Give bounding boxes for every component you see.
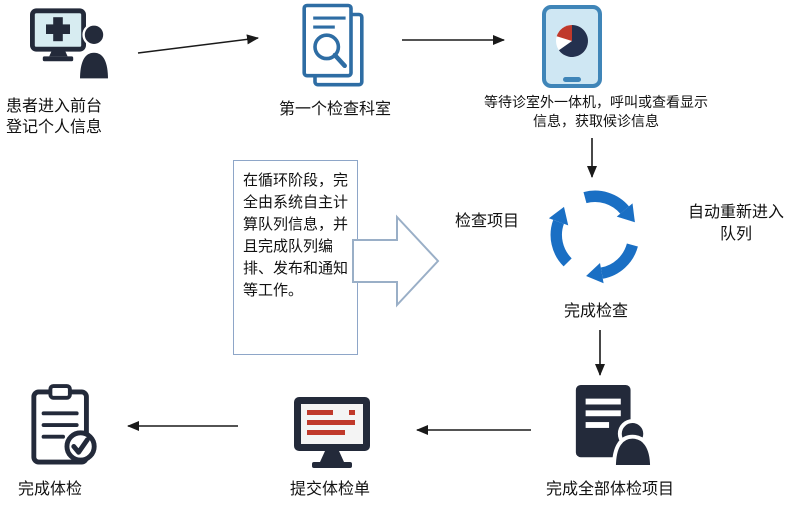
clipboard-check-icon xyxy=(31,384,97,465)
document-search-icon xyxy=(302,3,364,87)
first-department-label: 第一个检查科室 xyxy=(278,101,391,118)
finished-label: 完成体检 xyxy=(17,481,82,498)
arrow-kiosk-to-loop xyxy=(587,138,597,178)
kiosk-label: 等待诊室外一体机，呼叫或查看显示 信息，获取候诊信息 xyxy=(462,93,730,131)
loop-callout-box: 在循环阶段，完全由系统自主计算队列信息，并且完成队列编排、发布和通知等工作。 xyxy=(233,160,358,355)
kiosk-label-line1: 等待诊室外一体机，呼叫或查看显示 xyxy=(484,94,708,110)
requeue-label: 自动重新进入 队列 xyxy=(668,202,803,246)
arrow-reception-to-department xyxy=(137,34,259,54)
tablet-pie-chart-icon xyxy=(542,5,602,88)
arrow-loop-to-alldone xyxy=(595,330,605,376)
recycle-loop-icon xyxy=(538,190,652,292)
arrow-alldone-to-submit xyxy=(416,425,531,435)
arrow-department-to-kiosk xyxy=(402,35,505,45)
check-item-label: 检查项目 xyxy=(454,213,519,230)
kiosk-label-line2: 信息，获取候诊信息 xyxy=(533,113,659,129)
document-person-icon xyxy=(575,384,654,467)
arrow-submit-to-finished xyxy=(127,421,238,431)
reception-label: 患者进入前台 登记个人信息 xyxy=(6,96,166,138)
reception-label-line1: 患者进入前台 xyxy=(6,98,103,115)
reception-desk-icon xyxy=(30,8,111,81)
requeue-label-line2: 队列 xyxy=(719,226,752,243)
finish-check-label: 完成检查 xyxy=(563,303,628,320)
requeue-label-line1: 自动重新进入 xyxy=(687,204,784,221)
callout-block-arrow xyxy=(352,214,440,308)
reception-label-line2: 登记个人信息 xyxy=(6,119,103,136)
submit-label: 提交体检单 xyxy=(289,481,370,498)
computer-monitor-icon xyxy=(294,397,370,468)
all-done-label: 完成全部体检项目 xyxy=(545,481,674,498)
